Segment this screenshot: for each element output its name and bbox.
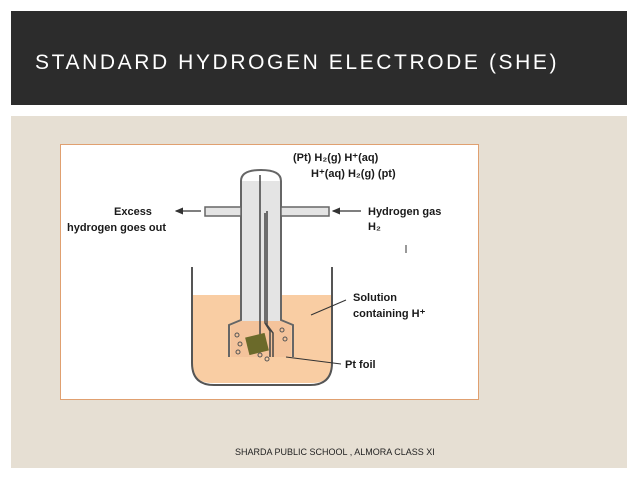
she-diagram: (Pt) H₂(g) H⁺(aq) H⁺(aq) H₂(g) (pt) Exce… — [60, 144, 479, 400]
excess-label: Excess — [114, 206, 152, 218]
beaker — [191, 267, 333, 386]
reaction-line-1: (Pt) H₂(g) H⁺(aq) — [293, 152, 379, 164]
bubbles — [234, 327, 288, 362]
she-diagram-svg: (Pt) H₂(g) H⁺(aq) H⁺(aq) H₂(g) (pt) Exce… — [67, 152, 441, 386]
excess-arm — [204, 206, 242, 217]
hydrogen-gas-formula: H₂ — [368, 221, 381, 233]
solution-pointer — [310, 299, 347, 316]
reaction-line-2: H⁺(aq) H₂(g) (pt) — [311, 168, 396, 180]
inlet-arm — [280, 206, 330, 217]
excess-label-2: hydrogen goes out — [67, 222, 166, 234]
hydrogen-gas-label: Hydrogen gas — [368, 206, 441, 218]
solution-label-2: containing H⁺ — [353, 308, 426, 320]
solution-label: Solution — [353, 292, 397, 304]
slide-footer: SHARDA PUBLIC SCHOOL , ALMORA CLASS XI — [235, 447, 435, 457]
outer-tube — [228, 168, 294, 357]
title-bar: STANDARD HYDROGEN ELECTRODE (SHE) — [11, 11, 627, 105]
pt-foil-pointer — [285, 356, 342, 365]
pt-foil — [245, 332, 269, 356]
slide-title: STANDARD HYDROGEN ELECTRODE (SHE) — [35, 51, 560, 74]
inner-wire — [259, 175, 274, 357]
pt-foil-label: Pt foil — [345, 359, 376, 371]
outer-tube-fill — [242, 181, 280, 321]
